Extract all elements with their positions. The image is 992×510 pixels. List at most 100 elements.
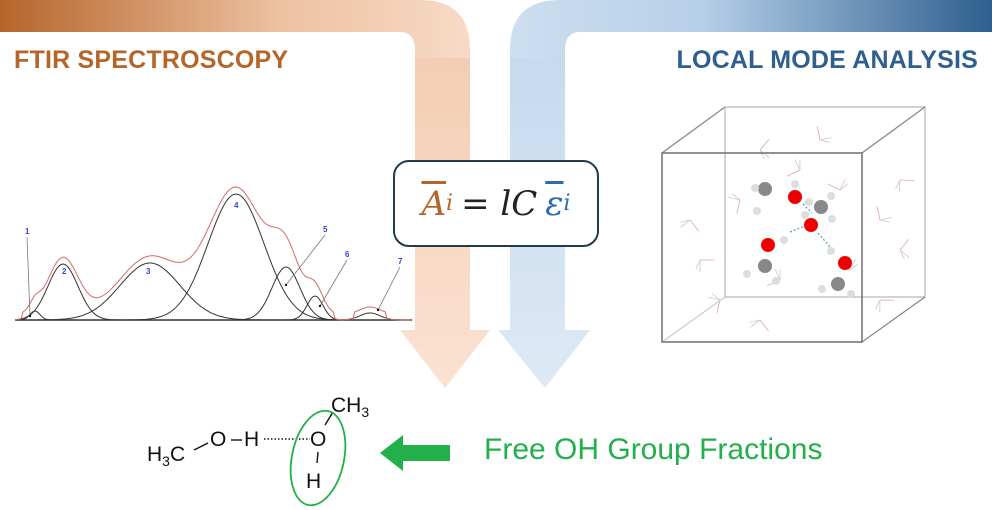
hydrogen-atom [780,236,788,244]
epsilon-symbol: ε [545,183,564,224]
peak-label: 4 [234,201,239,210]
wire-bond [899,249,905,260]
peak-label: 6 [345,250,350,259]
wire-bond [750,319,761,323]
hydrogen-atom [751,184,759,192]
hydrogen-1: H [244,428,260,451]
hydrogen-atom [791,180,799,188]
molecule-bonds [193,409,347,507]
wire-bond [728,196,741,201]
wire-bond [819,139,830,143]
wire-bond [876,206,881,221]
hydrogen-atom [772,277,780,285]
wire-bond [750,319,761,328]
wire-bond [895,179,901,190]
wire-bond [879,219,890,223]
leader-line [319,259,348,307]
peak-label: 3 [146,267,151,276]
leader-dot [284,283,288,287]
carbon-atom [758,182,772,196]
peak-label: 5 [323,225,328,234]
component-peak [15,262,411,321]
hydrogen-2: H [306,470,322,493]
hydrogen-atom [847,290,855,298]
wire-bond [774,268,781,281]
methyl-left: H3C [147,443,186,469]
oxygen-atom [838,256,852,270]
wire-bond [827,183,841,191]
oxygen-atom [788,190,802,204]
hydrogen-atom [827,192,835,200]
wire-bond [839,179,846,191]
methyl-top: CH3 [331,394,370,420]
subscript: i [446,191,454,216]
carbon-atom [758,259,772,273]
equation-middle: = lC [461,183,538,224]
wire-bond [759,319,769,332]
leader-dot [376,308,380,312]
component-peak [15,266,411,321]
component-peak [14,263,411,321]
wire-bond [680,219,691,228]
leader-line [285,234,326,286]
leader-dot [318,304,322,308]
wire-bond [689,219,700,232]
right-band [510,0,992,60]
local-mode-title: LOCAL MODE ANALYSIS [676,46,978,74]
free-oh-label: Free OH Group Fractions [484,433,823,466]
wire-bond [680,219,691,223]
carbon-atom [831,277,845,291]
wire-bond [849,259,856,271]
hydrogen-bond [817,232,831,248]
left-band [0,0,470,60]
free-oh-ellipse [289,409,347,507]
wire-bond [879,217,892,221]
wire-bond [849,263,859,271]
wire-bond [787,169,801,177]
subscript: i [563,191,571,216]
wire-bond [711,293,721,301]
wire-bond [759,139,770,151]
wire-bond [731,193,741,201]
wire-bond [759,149,765,160]
wire-bond [899,249,910,258]
carbon-atom [814,200,828,214]
ftir-spectrum: 1 2 3 4 5 6 7 [14,186,412,321]
hydrogen-atom [743,270,751,278]
wire-bond [695,259,701,270]
wire-bond [716,299,721,314]
hydrogen-atom [805,198,813,206]
peak-label: 7 [398,257,403,266]
hydrogen-atom [801,211,809,219]
hydrogen-atom [818,285,826,293]
wire-bond [899,238,910,251]
component-peak [15,193,411,321]
oxygen-atom [761,238,775,252]
wire-bond [794,158,801,171]
hydrogen-atom [753,207,761,215]
leader-dot [28,314,32,318]
free-oh-arrow [380,435,450,471]
oxygen-2: O [310,428,327,451]
leader-line [26,236,31,317]
wire-bond [839,183,849,191]
wire-bond [819,137,832,141]
peak-label: 2 [62,267,67,276]
wire-bond [708,296,721,301]
wire-bond [759,149,770,159]
absorbance-symbol: A [421,183,447,224]
oxygen-1: O [210,428,227,451]
hydrogen-bond [789,224,808,233]
wire-bond [875,299,881,310]
hydrogen-atom [828,215,836,223]
hydrogen-atom [827,247,835,255]
wire-bond [816,126,821,141]
peak-label: 1 [25,227,30,236]
oxygen-atom [804,218,818,232]
component-peak [15,295,411,321]
wire-bond [736,199,741,214]
ftir-title: FTIR SPECTROSCOPY [14,46,289,74]
simulation-box [661,106,926,343]
envelope-curve [14,186,411,321]
